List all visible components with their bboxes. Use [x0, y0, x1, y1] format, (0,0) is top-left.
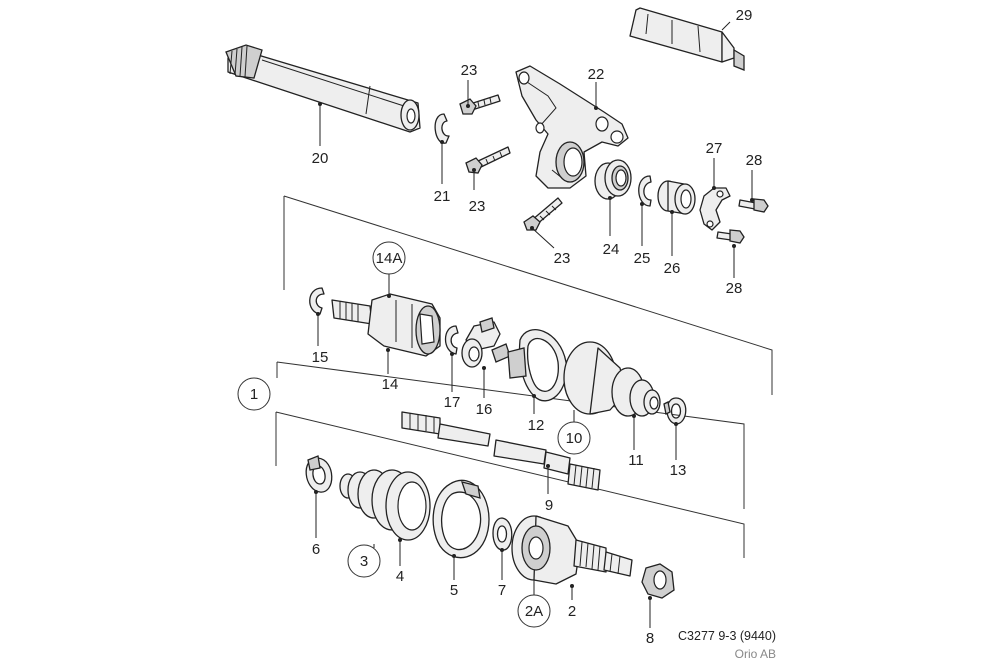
label-23-lower: 23: [554, 250, 571, 267]
label-1: 1: [250, 386, 258, 403]
circle-10: [557, 421, 591, 455]
part-20-intermediate-shaft: [225, 44, 421, 133]
part-9-drive-shaft: [401, 411, 601, 491]
label-25: 25: [634, 250, 651, 267]
part-12-clamp-band: [507, 329, 568, 402]
part-5-clamp-band: [432, 479, 490, 559]
label-24: 24: [603, 241, 620, 258]
group-frame-outer-joint: [275, 411, 745, 558]
label-22: 22: [588, 66, 605, 83]
part-22-bearing-bracket: [515, 65, 629, 189]
part-26-sleeve: [657, 180, 696, 215]
part-2-outer-cv-joint: [511, 515, 633, 585]
part-17-circlip: [444, 325, 459, 355]
label-15: 15: [312, 349, 329, 366]
part-28-bolt-upper: [738, 198, 769, 213]
part-23-bolt-middle: [465, 146, 511, 174]
credit-text: Orio AB: [735, 647, 776, 661]
part-7-spacer-ring: [492, 517, 513, 551]
label-29: 29: [736, 7, 753, 24]
part-4-outer-boot: [339, 469, 431, 541]
part-27-retaining-plate: [699, 187, 731, 231]
group-frame-shaft: [276, 361, 745, 509]
label-6: 6: [312, 541, 320, 558]
label-3: 3: [360, 553, 368, 570]
label-11: 11: [628, 452, 644, 469]
label-21: 21: [434, 188, 451, 205]
part-21-circlip: [434, 113, 450, 144]
circle-3: [347, 544, 381, 578]
part-10-inner-boot: [563, 341, 661, 417]
circle-14a: [372, 241, 406, 275]
label-23-upper: 23: [461, 62, 478, 79]
label-7: 7: [498, 582, 506, 599]
part-23-bolt-lower: [523, 197, 563, 231]
part-24-bearing: [594, 159, 632, 200]
label-20: 20: [312, 150, 329, 167]
part-8-nut: [641, 563, 675, 599]
label-28-lower: 28: [726, 280, 743, 297]
part-labels: 20 21 23 23 22 23 24 25 26 27 28 28 29 1…: [237, 7, 763, 647]
label-8: 8: [646, 630, 654, 647]
part-28-bolt-lower: [716, 229, 745, 244]
label-14a: 14A: [376, 250, 403, 267]
part-6-clamp: [305, 455, 333, 493]
circle-2a: [517, 594, 551, 628]
label-16: 16: [476, 401, 493, 418]
label-10: 10: [566, 430, 583, 447]
label-23-middle: 23: [469, 198, 486, 215]
reference-code: C3277 9-3 (9440): [678, 629, 776, 643]
label-13: 13: [670, 462, 687, 479]
part-29-grease-tube: [629, 7, 745, 71]
part-23-bolt-upper: [459, 94, 501, 115]
group-frame-inner-joint: [283, 195, 773, 395]
part-16-tripod: [461, 317, 511, 368]
label-26: 26: [664, 260, 681, 277]
label-2a: 2A: [525, 603, 543, 620]
part-25-circlip: [638, 175, 652, 207]
leader-lines: [314, 21, 754, 628]
part-13-clamp: [663, 397, 687, 425]
label-5: 5: [450, 582, 458, 599]
circle-1: [237, 377, 271, 411]
label-17: 17: [444, 394, 461, 411]
part-15-circlip: [309, 287, 325, 315]
label-2: 2: [568, 603, 576, 620]
label-27: 27: [706, 140, 723, 157]
label-12: 12: [528, 417, 545, 434]
label-14: 14: [382, 376, 399, 393]
label-4: 4: [396, 568, 404, 585]
part-14-inner-joint-housing: [331, 293, 441, 357]
label-28-upper: 28: [746, 152, 763, 169]
label-9: 9: [545, 497, 553, 514]
